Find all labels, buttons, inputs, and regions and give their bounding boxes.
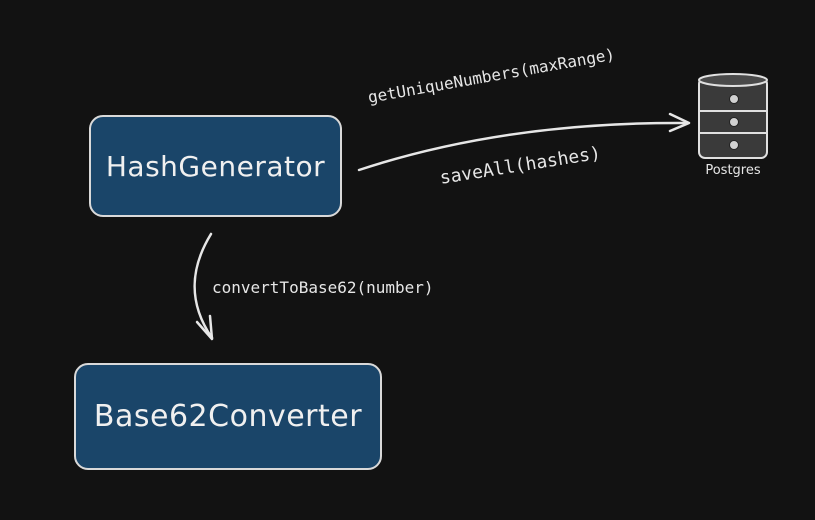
arrow-hash-to-postgres bbox=[357, 121, 690, 172]
arrow-hash-to-base62 bbox=[193, 232, 214, 340]
node-hash-generator[interactable]: HashGenerator bbox=[89, 115, 342, 217]
database-label: Postgres bbox=[705, 163, 761, 178]
edge-label-convert-to-base62: convertToBase62(number) bbox=[212, 278, 434, 297]
arrowhead-base62 bbox=[195, 314, 214, 341]
arrowhead-postgres bbox=[668, 112, 691, 133]
database-icon bbox=[698, 73, 768, 159]
node-base62-converter[interactable]: Base62Converter bbox=[74, 363, 382, 470]
